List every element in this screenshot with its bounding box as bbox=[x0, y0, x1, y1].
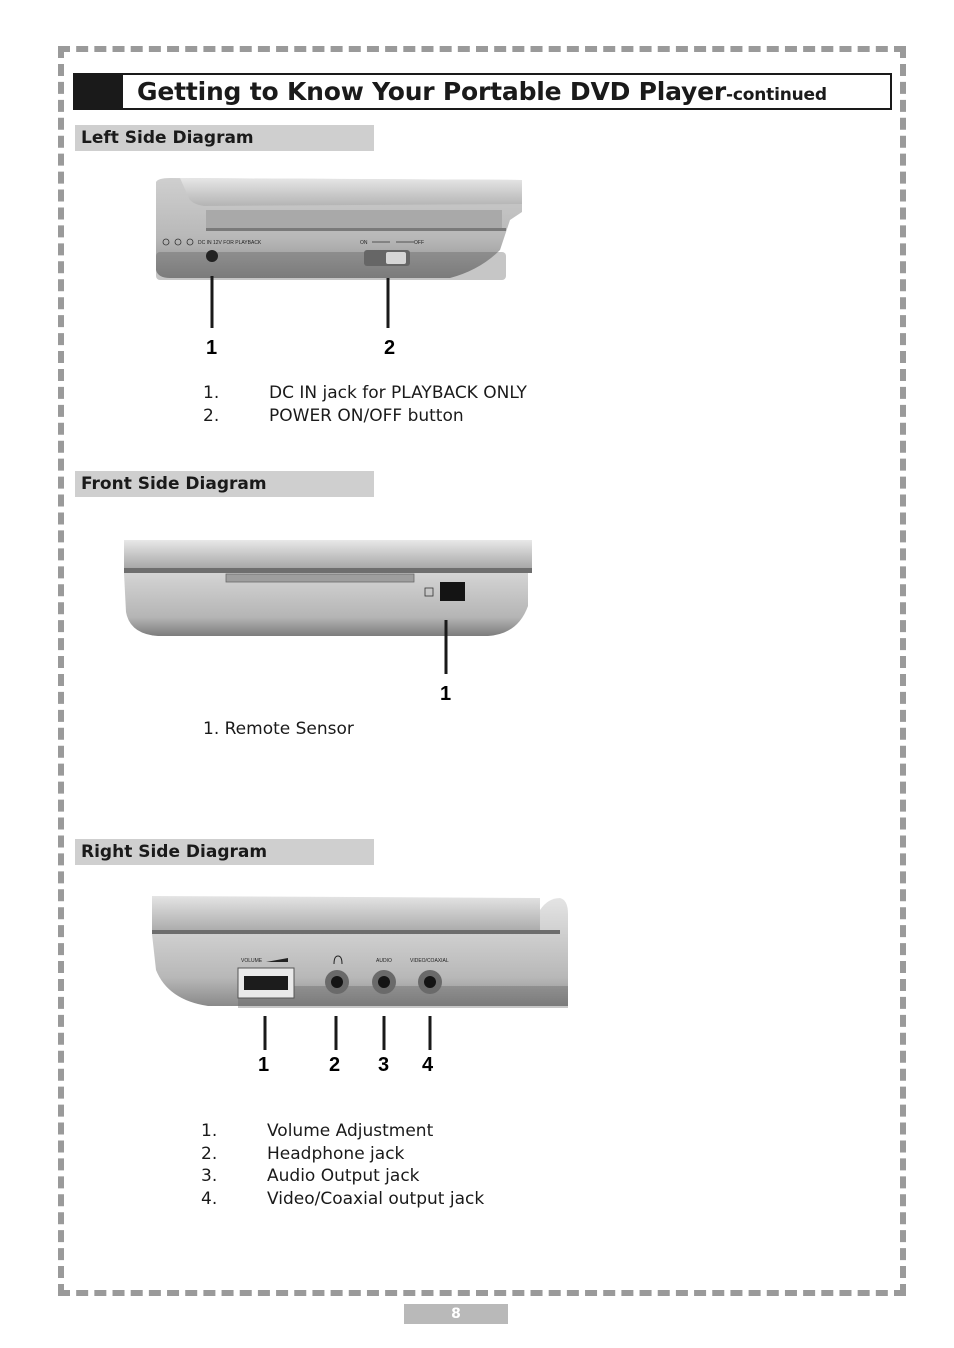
headphone-icon bbox=[333, 955, 343, 965]
callout-number: 1 bbox=[258, 1054, 269, 1076]
page-title-main: Getting to Know Your Portable DVD Player bbox=[137, 77, 727, 106]
list-item: 4.Video/Coaxial output jack bbox=[201, 1188, 485, 1209]
list-item: 1. Remote Sensor bbox=[203, 719, 354, 739]
left-device-base bbox=[156, 252, 506, 280]
list-item: 1.DC IN jack for PLAYBACK ONLY bbox=[203, 383, 527, 403]
right-side-legend: 1.Volume Adjustment 2.Headphone jack 3.A… bbox=[201, 1120, 484, 1210]
callout-number: 1 bbox=[206, 337, 217, 359]
callout-number: 3 bbox=[378, 1054, 389, 1076]
left-device-lid bbox=[180, 178, 522, 206]
list-item: 3.Audio Output jack bbox=[201, 1166, 420, 1186]
left-slot-shadow bbox=[206, 228, 506, 231]
list-item: 1.Volume Adjustment bbox=[201, 1121, 434, 1141]
callout-number: 1 bbox=[440, 683, 451, 705]
right-device-base bbox=[238, 986, 568, 1008]
front-side-diagram: 1 bbox=[124, 540, 532, 705]
page-title: Getting to Know Your Portable DVD Player… bbox=[137, 75, 827, 112]
left-polarity-icon bbox=[186, 238, 194, 246]
remote-sensor bbox=[440, 582, 465, 601]
right-lid-seam bbox=[152, 930, 560, 934]
left-polarity-icon bbox=[162, 238, 170, 246]
audio-jack bbox=[378, 976, 390, 988]
left-dc-in-label: DC IN 12V FOR PLAYBACK bbox=[198, 240, 262, 246]
page-title-bar: Getting to Know Your Portable DVD Player… bbox=[73, 73, 892, 110]
right-device-lid bbox=[152, 896, 540, 930]
title-accent-block bbox=[75, 75, 123, 108]
page-title-suffix: -continued bbox=[726, 85, 827, 105]
front-device-lid bbox=[124, 540, 532, 568]
front-side-legend: 1. Remote Sensor bbox=[203, 718, 354, 741]
dc-in-jack bbox=[206, 250, 218, 262]
right-side-diagram: VOLUME AUDIO VIDEO/COAXIAL 1 2 3 4 bbox=[152, 896, 568, 1076]
power-switch-knob bbox=[386, 252, 406, 264]
list-item: 2.Headphone jack bbox=[201, 1143, 405, 1164]
front-disc-slot bbox=[225, 573, 415, 583]
left-disc-slot bbox=[206, 210, 502, 228]
left-off-label: OFF bbox=[414, 240, 424, 246]
callout-number: 2 bbox=[384, 337, 395, 359]
front-lid-seam bbox=[124, 568, 532, 573]
front-side-heading: Front Side Diagram bbox=[75, 471, 374, 497]
headphone-jack bbox=[331, 976, 343, 988]
right-side-heading: Right Side Diagram bbox=[75, 839, 374, 865]
callout-number: 4 bbox=[422, 1054, 434, 1076]
front-indicator-icon bbox=[424, 587, 434, 597]
left-polarity-icon bbox=[174, 238, 182, 246]
callout-number: 2 bbox=[329, 1054, 340, 1076]
left-side-legend: 1.DC IN jack for PLAYBACK ONLY 2.POWER O… bbox=[203, 382, 527, 427]
left-on-label: ON bbox=[360, 240, 368, 246]
right-video-label: VIDEO/COAXIAL bbox=[410, 958, 449, 964]
right-audio-label: AUDIO bbox=[376, 958, 392, 964]
right-volume-label: VOLUME bbox=[241, 958, 263, 964]
left-side-diagram: DC IN 12V FOR PLAYBACK ON OFF 1 2 bbox=[156, 178, 522, 359]
video-jack bbox=[424, 976, 436, 988]
page-border bbox=[58, 46, 906, 1296]
page-number: 8 bbox=[404, 1304, 508, 1324]
list-item: 2.POWER ON/OFF button bbox=[203, 405, 464, 426]
volume-ramp-icon bbox=[266, 958, 288, 962]
front-device-body bbox=[124, 573, 528, 636]
left-side-heading: Left Side Diagram bbox=[75, 125, 374, 151]
volume-wheel bbox=[244, 976, 288, 990]
